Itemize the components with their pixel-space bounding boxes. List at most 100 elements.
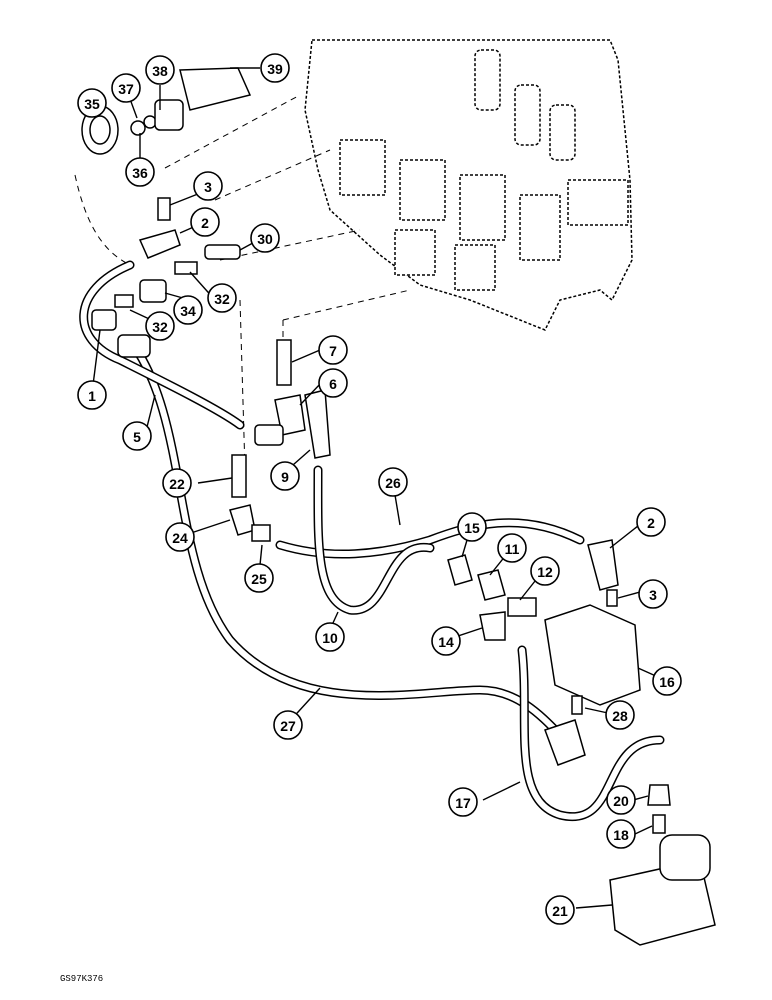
callout-circle (162, 468, 192, 498)
callout-28: 28 (605, 700, 635, 730)
callout-17: 17 (448, 787, 478, 817)
callout-circle (125, 157, 155, 187)
callout-number: 32 (214, 291, 230, 307)
callout-number: 6 (329, 376, 337, 392)
callout-circle (190, 207, 220, 237)
callout-27: 27 (273, 710, 303, 740)
callout-number: 2 (647, 515, 655, 531)
callout-circle (530, 556, 560, 586)
callout-number: 18 (613, 827, 629, 843)
callout-18: 18 (606, 819, 636, 849)
callout-number: 36 (132, 165, 148, 181)
callout-24: 24 (165, 522, 195, 552)
callout-circle (193, 171, 223, 201)
callout-circle (315, 622, 345, 652)
callout-circle (378, 467, 408, 497)
callout-circle (270, 461, 300, 491)
callout-circle (273, 710, 303, 740)
callout-circle (207, 283, 237, 313)
callout-number: 3 (649, 587, 657, 603)
callout-number: 16 (659, 674, 675, 690)
callout-22: 22 (162, 468, 192, 498)
callout-circle (260, 53, 290, 83)
callout-number: 9 (281, 469, 289, 485)
callout-30: 30 (250, 223, 280, 253)
callout-38: 38 (145, 55, 175, 85)
callout-circle (145, 55, 175, 85)
callout-3: 3 (193, 171, 223, 201)
callout-number: 11 (505, 541, 520, 557)
callout-37: 37 (111, 73, 141, 103)
callout-35: 35 (77, 88, 107, 118)
callout-21: 21 (545, 895, 575, 925)
callout-number: 39 (267, 61, 283, 77)
callout-number: 17 (455, 795, 471, 811)
callout-39: 39 (260, 53, 290, 83)
callout-number: 28 (612, 708, 628, 724)
control-valve-block (304, 39, 633, 331)
callout-15: 15 (457, 512, 487, 542)
callout-number: 26 (385, 475, 401, 491)
callout-circle (122, 421, 152, 451)
callout-32: 32 (207, 283, 237, 313)
callout-7: 7 (318, 335, 348, 365)
callout-10: 10 (315, 622, 345, 652)
callout-26: 26 (378, 467, 408, 497)
callout-number: 25 (251, 571, 267, 587)
callout-14: 14 (431, 626, 461, 656)
callout-32: 32 (145, 311, 175, 341)
callout-number: 15 (464, 520, 480, 536)
callout-circle (497, 533, 527, 563)
callout-circle (318, 368, 348, 398)
callout-number: 3 (204, 179, 212, 195)
callout-circle (652, 666, 682, 696)
callout-circle (111, 73, 141, 103)
callout-circle (173, 295, 203, 325)
hoses (74, 174, 665, 822)
callout-circle (606, 819, 636, 849)
callout-12: 12 (530, 556, 560, 586)
callout-6: 6 (318, 368, 348, 398)
callout-number: 34 (180, 303, 196, 319)
callout-16: 16 (652, 666, 682, 696)
callout-25: 25 (244, 563, 274, 593)
callout-number: 12 (537, 564, 553, 580)
callout-circle (457, 512, 487, 542)
callout-number: 2 (201, 215, 209, 231)
callout-circle (77, 88, 107, 118)
callout-2: 2 (636, 507, 666, 537)
fittings (81, 67, 716, 946)
callout-number: 27 (280, 718, 296, 734)
callout-3: 3 (638, 579, 668, 609)
callout-number: 21 (552, 903, 568, 919)
callout-circle (244, 563, 274, 593)
callout-circle (636, 507, 666, 537)
callout-circle (77, 380, 107, 410)
callout-number: 10 (322, 630, 338, 646)
callout-number: 20 (613, 793, 629, 809)
callout-circle (165, 522, 195, 552)
callout-number: 5 (133, 429, 141, 445)
callout-circle (250, 223, 280, 253)
callout-number: 24 (172, 530, 188, 546)
reference-code: GS97K376 (60, 974, 103, 984)
callout-36: 36 (125, 157, 155, 187)
callout-11: 11 (497, 533, 527, 563)
callout-number: 32 (152, 319, 168, 335)
callout-number: 7 (329, 343, 337, 359)
callout-circle (448, 787, 478, 817)
callout-number: 37 (118, 81, 134, 97)
callout-number: 35 (84, 96, 100, 112)
callout-circle (318, 335, 348, 365)
callout-number: 1 (88, 388, 96, 404)
callout-circle (606, 785, 636, 815)
callout-34: 34 (173, 295, 203, 325)
callout-circle (638, 579, 668, 609)
callout-number: 14 (438, 634, 454, 650)
callout-circle (431, 626, 461, 656)
callout-number: 38 (152, 63, 168, 79)
callout-number: 22 (169, 476, 185, 492)
callout-1: 1 (77, 380, 107, 410)
